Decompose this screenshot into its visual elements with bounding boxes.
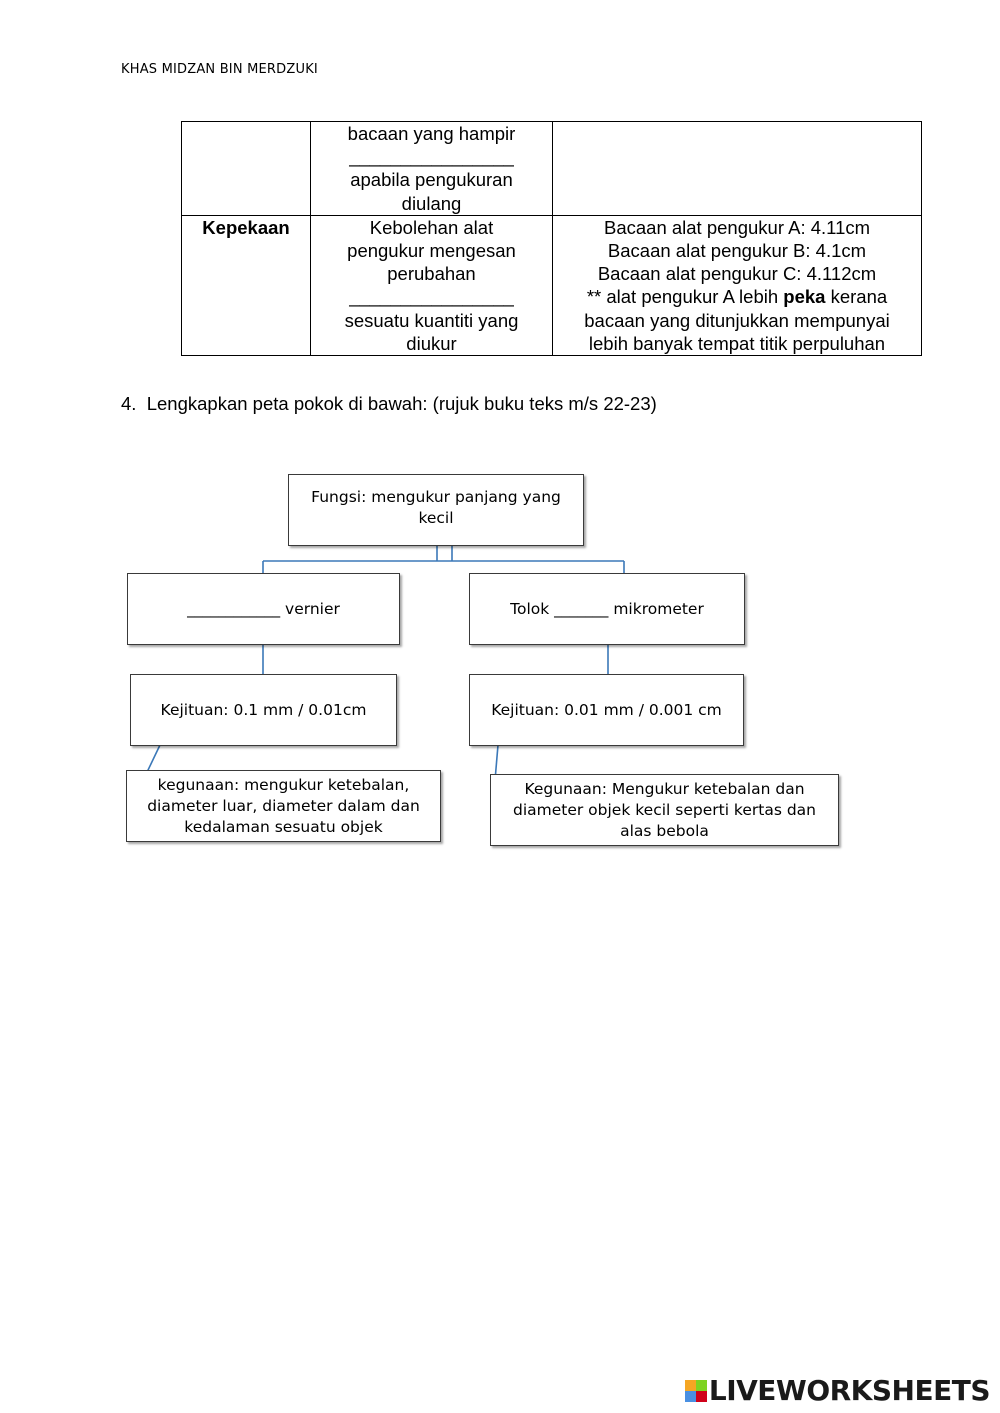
logo-square xyxy=(684,1379,696,1391)
liveworksheets-logo: LIVEWORKSHEETS xyxy=(684,1374,991,1407)
table-cell-definition: Kebolehan alat pengukur mengesan perubah… xyxy=(310,214,553,357)
table-cell-label-kepekaan: Kepekaan xyxy=(181,214,311,357)
example-line: lebih banyak tempat titik perpuluhan xyxy=(588,332,886,354)
logo-square xyxy=(695,1379,707,1391)
answer-blank[interactable]: ________________ xyxy=(349,146,514,168)
example-line: Bacaan alat pengukur B: 4.1cm xyxy=(607,240,867,262)
tree-left-name-box[interactable]: ____________ vernier xyxy=(127,573,400,645)
definition-line: diukur xyxy=(406,332,457,354)
table-cell-example: Bacaan alat pengukur A: 4.11cm Bacaan al… xyxy=(552,214,922,357)
header-author-name: KHAS MIDZAN BIN MERDZUKI xyxy=(121,62,318,77)
connector-root-stub xyxy=(436,546,453,561)
tree-right-name-box[interactable]: Tolok _______ mikrometer xyxy=(469,573,745,645)
tree-left-precision-box: Kejituan: 0.1 mm / 0.01cm xyxy=(130,674,397,746)
example-line: ** alat pengukur A lebih peka kerana xyxy=(559,285,915,308)
properties-table: bacaan yang hampir ________________ apab… xyxy=(181,121,922,357)
definition-line: perubahan xyxy=(387,263,476,285)
logo-square xyxy=(684,1390,696,1402)
table-cell-example xyxy=(552,121,922,216)
definition-line: pengukur mengesan xyxy=(347,240,516,262)
table-cell-label xyxy=(181,121,311,216)
question-text: Lengkapkan peta pokok di bawah: (rujuk b… xyxy=(146,393,657,414)
definition-line: diulang xyxy=(401,192,462,214)
example-line: bacaan yang ditunjukkan mempunyai xyxy=(584,309,890,331)
table-row: Kepekaan Kebolehan alat pengukur mengesa… xyxy=(181,214,922,357)
tree-root-box: Fungsi: mengukur panjang yang kecil xyxy=(288,474,584,546)
question-number: 4. xyxy=(121,393,137,414)
example-text: ** alat pengukur A lebih xyxy=(586,286,784,308)
tree-left-usage-box: kegunaan: mengukur ketebalan, diameter l… xyxy=(126,770,441,842)
example-text: kerana xyxy=(825,286,888,308)
definition-line: apabila pengukuran xyxy=(350,169,513,191)
question-4: 4. Lengkapkan peta pokok di bawah: (ruju… xyxy=(121,393,657,415)
table-cell-definition: bacaan yang hampir ________________ apab… xyxy=(310,121,553,216)
definition-line: sesuatu kuantiti yang xyxy=(344,309,519,331)
example-line: Bacaan alat pengukur C: 4.112cm xyxy=(597,263,877,285)
example-line: Bacaan alat pengukur A: 4.11cm xyxy=(603,216,871,238)
tree-right-usage-box: Kegunaan: Mengukur ketebalan dan diamete… xyxy=(490,774,839,846)
tree-right-precision-box: Kejituan: 0.01 mm / 0.001 cm xyxy=(469,674,744,746)
answer-blank[interactable]: ________________ xyxy=(349,286,514,308)
example-bold-word: peka xyxy=(783,286,826,308)
table-row: bacaan yang hampir ________________ apab… xyxy=(181,121,922,216)
logo-text: LIVEWORKSHEETS xyxy=(708,1374,991,1407)
definition-line: bacaan yang hampir xyxy=(347,123,516,144)
logo-square xyxy=(695,1390,707,1402)
definition-line: Kebolehan alat xyxy=(369,216,494,238)
logo-icon xyxy=(684,1379,707,1402)
